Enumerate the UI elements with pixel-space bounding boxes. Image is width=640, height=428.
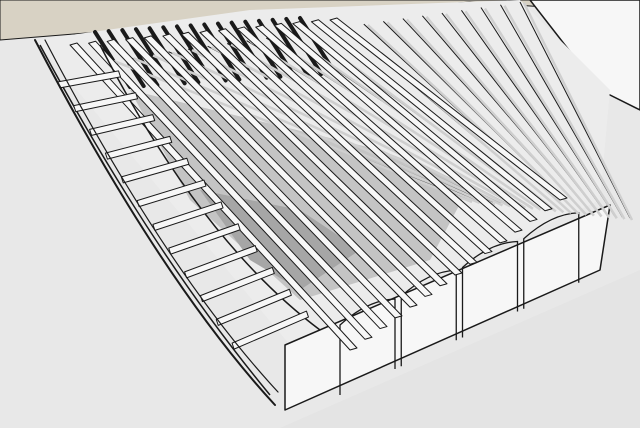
rafter — [218, 28, 478, 265]
left-fascia — [34, 39, 276, 406]
ladder-rung — [120, 157, 190, 184]
ladder-rung — [104, 135, 173, 160]
rafter — [199, 30, 463, 276]
front-wall — [284, 204, 611, 411]
rafter — [180, 31, 448, 287]
floor-plane — [280, 270, 640, 428]
roof-batten — [519, 1, 631, 219]
ladder-rung — [73, 92, 139, 113]
roof-batten-face — [444, 13, 603, 218]
rafter — [310, 19, 553, 212]
rafter — [292, 21, 538, 222]
rafter — [329, 17, 568, 201]
rafter — [143, 35, 418, 308]
rafter — [236, 26, 493, 255]
rafter — [255, 24, 508, 244]
ladder-rung — [199, 266, 275, 303]
roof-batten-face — [522, 2, 634, 221]
rafters — [69, 17, 568, 351]
rafter — [162, 33, 433, 297]
roof-batten-face — [250, 40, 526, 210]
roof-batten-face — [503, 5, 626, 220]
ladder-rung — [231, 310, 309, 350]
rafter — [273, 22, 523, 233]
rafter — [106, 38, 388, 330]
ladder-rail-outer — [39, 44, 271, 396]
wall-bay — [461, 240, 519, 338]
rafter — [88, 40, 373, 340]
ladder-frame — [39, 44, 321, 396]
left-fascia-inner — [44, 39, 279, 393]
roof-batten-face — [483, 7, 618, 219]
rafter — [125, 37, 403, 319]
ladder-rung — [89, 114, 156, 136]
roof-batten-face — [425, 16, 595, 217]
roof-batten-face — [464, 10, 611, 219]
ladder-rung — [215, 288, 292, 326]
roof-batten-face — [405, 18, 588, 216]
ladder-rung — [168, 223, 241, 255]
